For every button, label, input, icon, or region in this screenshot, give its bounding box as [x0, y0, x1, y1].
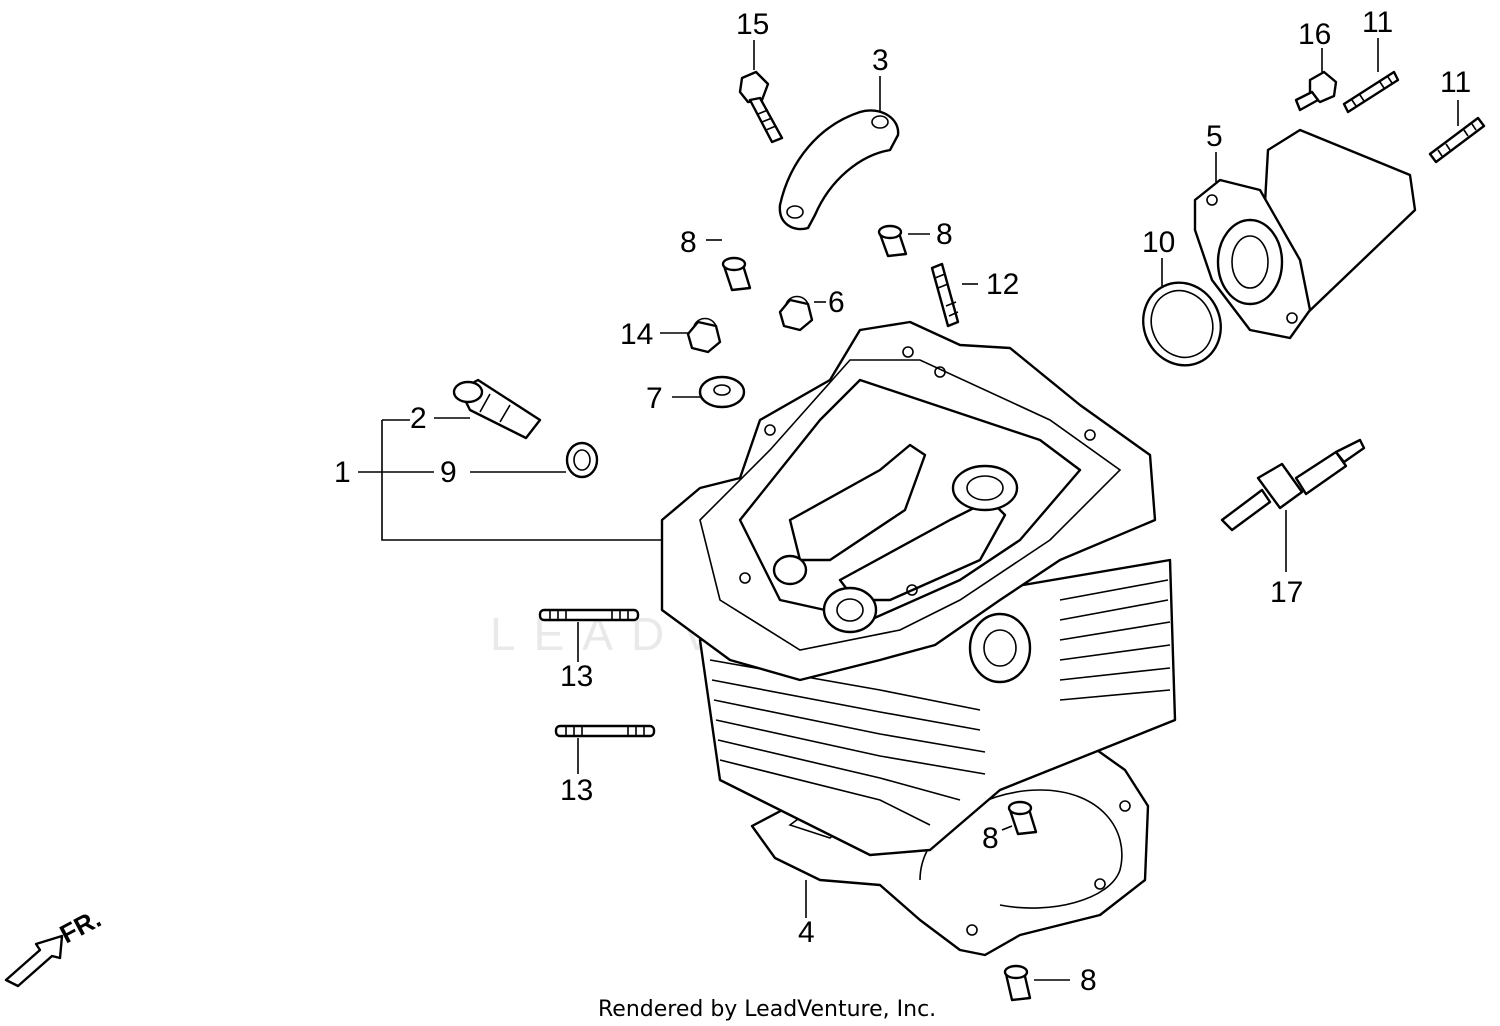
callout-12: 12: [986, 268, 1019, 301]
callout-1: 1: [334, 456, 351, 489]
callout-8-bottom: 8: [1080, 964, 1097, 997]
callout-2: 2: [410, 402, 427, 435]
insulator-5[interactable]: [1193, 128, 1417, 340]
cap-nut-14[interactable]: [686, 317, 722, 354]
cylinder-head[interactable]: [660, 320, 1177, 857]
cam-holder[interactable]: [778, 109, 900, 231]
callout-10: 10: [1142, 226, 1175, 259]
dowel-pin-8-bottom[interactable]: [1003, 964, 1032, 1002]
stud-bolt-13-lower[interactable]: [554, 724, 656, 738]
callout-8-lower-gasket: 8: [982, 822, 999, 855]
callout-8-upper-right: 8: [936, 218, 953, 251]
callout-3: 3: [872, 44, 889, 77]
callout-13-upper: 13: [560, 660, 593, 693]
callout-6: 6: [828, 286, 845, 319]
o-ring-10[interactable]: [1130, 270, 1234, 378]
cap-nut-6[interactable]: [778, 295, 814, 332]
o-ring-9[interactable]: [565, 441, 599, 479]
callout-14: 14: [620, 318, 653, 351]
callout-16: 16: [1298, 18, 1331, 51]
callout-7: 7: [646, 382, 663, 415]
callout-4: 4: [798, 916, 815, 949]
callout-5: 5: [1206, 120, 1223, 153]
front-direction-arrow-icon: [4, 934, 64, 988]
callout-11-right: 11: [1440, 66, 1471, 99]
stud-bolt-13-upper[interactable]: [538, 608, 640, 622]
stud-bolt-12[interactable]: [930, 262, 960, 328]
stud-bolt-11-left[interactable]: [1342, 70, 1400, 114]
dowel-pin-8-upper-right[interactable]: [877, 224, 908, 258]
dowel-pin-8-lower-gasket[interactable]: [1007, 800, 1038, 836]
leader-lines: [358, 38, 1459, 981]
dowel-pin-8-upper-left[interactable]: [721, 256, 752, 292]
callout-8-upper-left: 8: [680, 226, 697, 259]
callout-11-left: 11: [1362, 6, 1393, 39]
callout-13-lower: 13: [560, 774, 593, 807]
union-fitting-2[interactable]: [452, 378, 542, 440]
callout-15: 15: [736, 8, 769, 41]
callout-9: 9: [440, 456, 457, 489]
flange-bolt-15[interactable]: [738, 70, 784, 144]
spark-plug-17[interactable]: [1220, 438, 1366, 532]
footer-credit: Rendered by LeadVenture, Inc.: [598, 997, 936, 1022]
callout-17: 17: [1270, 576, 1303, 609]
stud-bolt-11-right[interactable]: [1428, 116, 1486, 164]
washer-7[interactable]: [698, 375, 746, 409]
flange-bolt-16[interactable]: [1294, 70, 1338, 112]
